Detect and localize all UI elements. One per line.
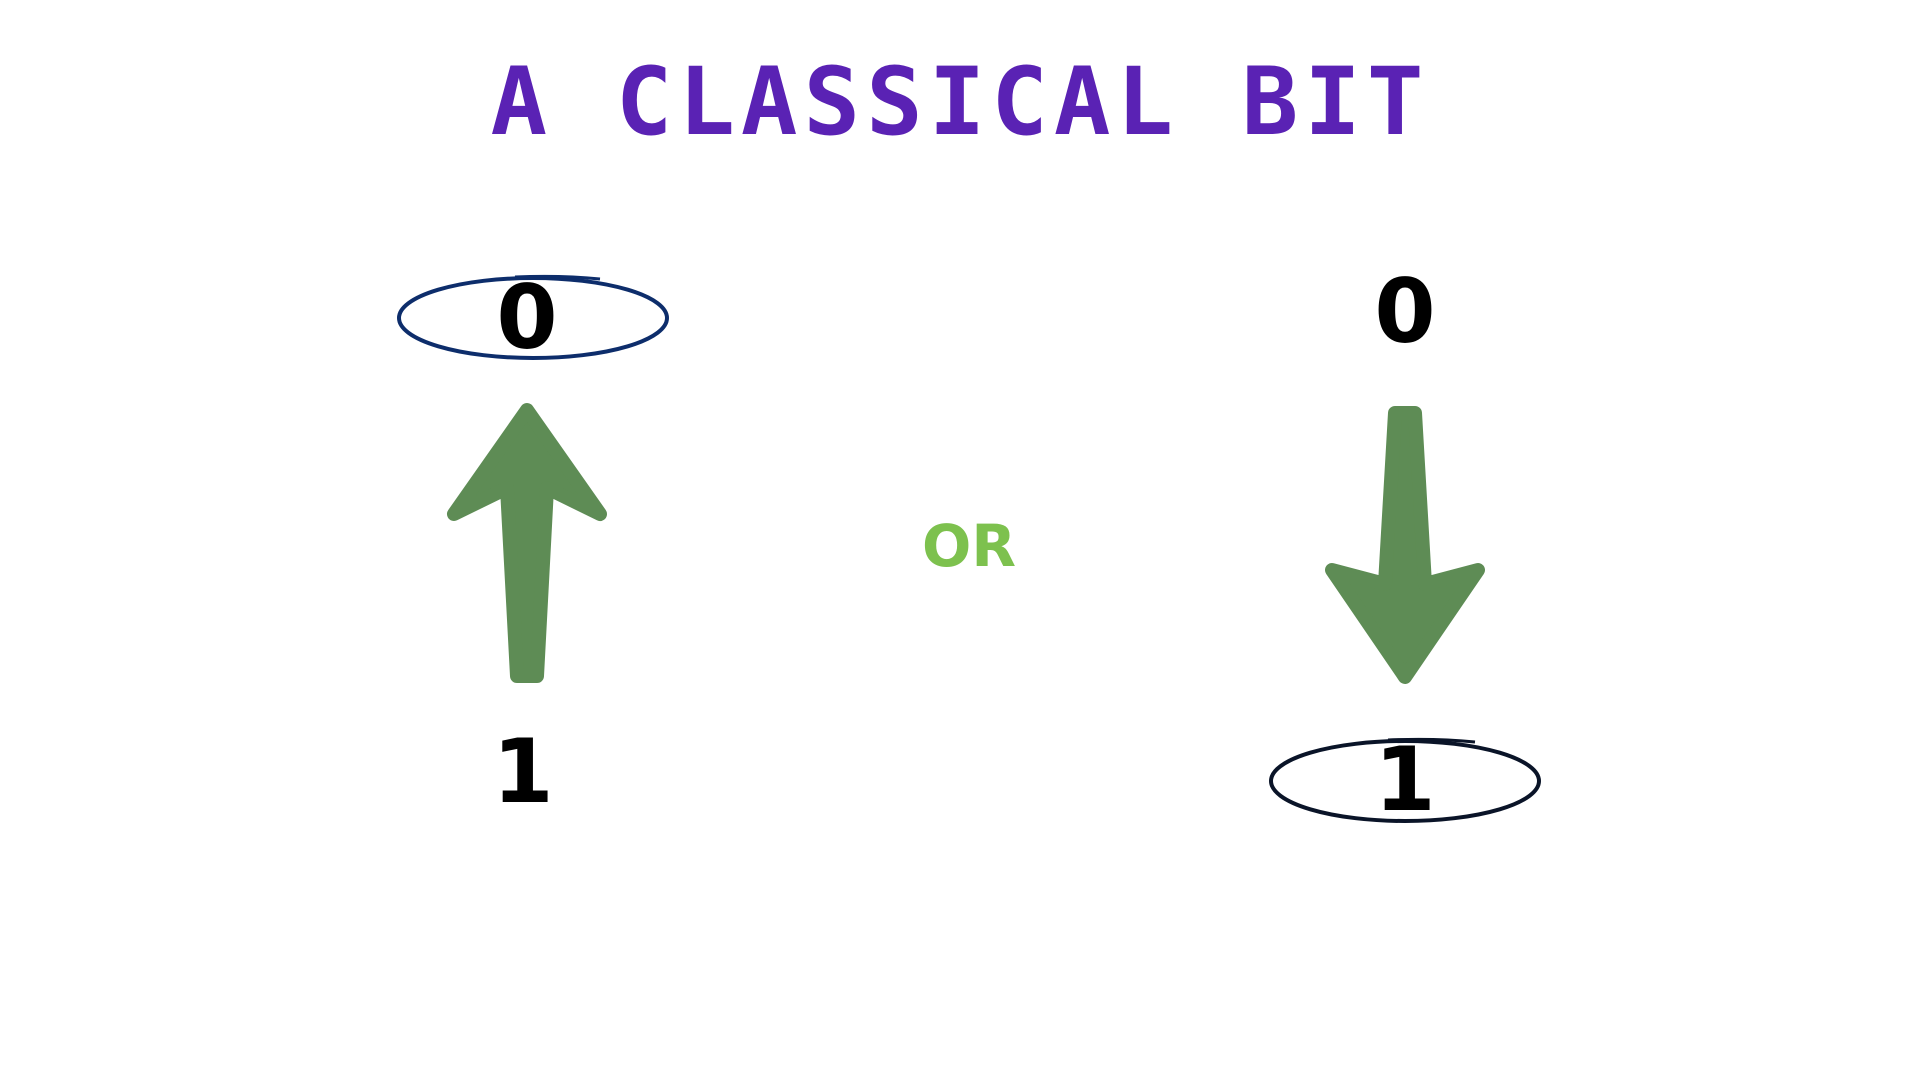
- left-highlight-ellipse: [397, 276, 669, 360]
- left-state: 0 1: [397, 266, 669, 823]
- left-ellipse-stroke-tail: [514, 274, 601, 281]
- left-top-label: 0: [496, 266, 557, 369]
- arrow-up-icon: [447, 403, 607, 683]
- page-title: A CLASSICAL BIT: [491, 48, 1430, 157]
- right-state: 0 1: [1269, 260, 1541, 831]
- right-highlight-ellipse: [1269, 739, 1541, 823]
- arrow-down-icon: [1325, 406, 1485, 684]
- left-bottom-label: 1: [492, 720, 553, 823]
- or-connector: OR: [922, 512, 1016, 580]
- right-ellipse-stroke-tail: [1387, 737, 1476, 744]
- right-bottom-label: 1: [1374, 728, 1435, 831]
- right-top-label: 0: [1374, 260, 1435, 363]
